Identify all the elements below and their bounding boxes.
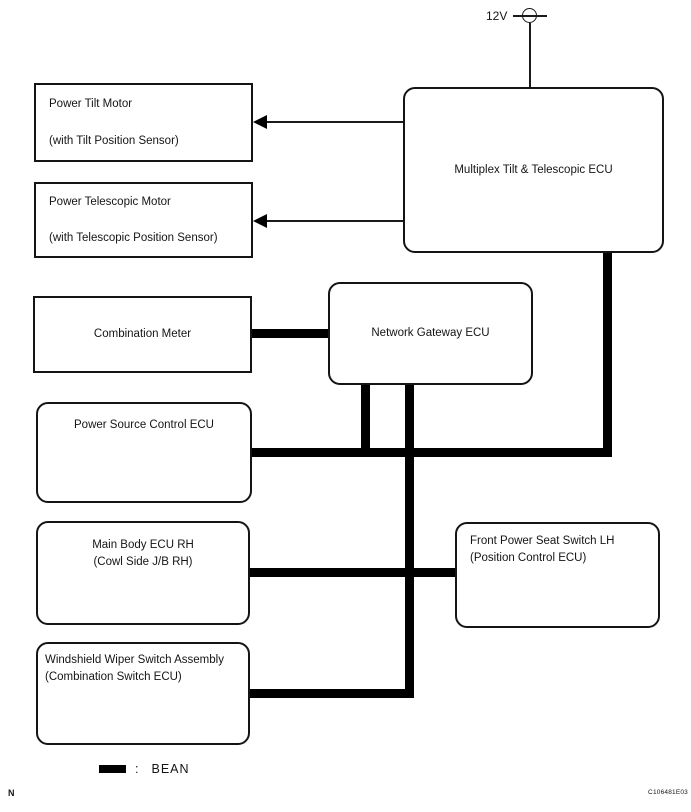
arrow-line-tilt-motor bbox=[264, 121, 403, 123]
box-power-source-control-ecu: Power Source Control ECU bbox=[36, 402, 252, 503]
box-multiplex-ecu: Multiplex Tilt & Telescopic ECU bbox=[403, 87, 664, 253]
box-main-body-ecu-line2: (Cowl Side J/B RH) bbox=[93, 556, 193, 568]
power-source-icon bbox=[522, 8, 537, 23]
box-windshield-wiper-switch: Windshield Wiper Switch Assembly (Combin… bbox=[36, 642, 250, 745]
legend-separator: : bbox=[135, 762, 139, 776]
box-multiplex-ecu-line1: Multiplex Tilt & Telescopic ECU bbox=[454, 163, 613, 176]
box-windshield-wiper-switch-line1: Windshield Wiper Switch Assembly bbox=[45, 654, 224, 666]
box-power-telescopic-motor-line1: Power Telescopic Motor bbox=[49, 196, 171, 208]
box-main-body-ecu-line1: Main Body ECU RH bbox=[92, 539, 194, 551]
bean-bus-wiper-switch bbox=[250, 689, 414, 698]
arrow-line-telescopic-motor bbox=[264, 220, 403, 222]
legend: : BEAN bbox=[99, 762, 190, 776]
box-combination-meter: Combination Meter bbox=[33, 296, 252, 373]
box-front-power-seat-switch-line2: (Position Control ECU) bbox=[470, 552, 587, 564]
box-power-telescopic-motor-line2: (with Telescopic Position Sensor) bbox=[49, 232, 218, 244]
page-mark: N bbox=[8, 788, 15, 798]
bean-combination-meter-to-gateway bbox=[252, 329, 329, 338]
arrowhead-tilt-motor-icon bbox=[253, 115, 267, 129]
bean-line-sample-icon bbox=[99, 765, 126, 773]
bean-bus-power-source bbox=[252, 448, 612, 457]
bean-gateway-stub-left bbox=[361, 384, 370, 457]
figure-code: C106481E03 bbox=[648, 789, 688, 796]
bean-bus-main-body-to-seat-switch bbox=[250, 568, 455, 577]
box-power-tilt-motor-line2: (with Tilt Position Sensor) bbox=[49, 135, 179, 147]
box-network-gateway-ecu: Network Gateway ECU bbox=[328, 282, 533, 385]
box-combination-meter-line1: Combination Meter bbox=[93, 328, 192, 340]
legend-label: BEAN bbox=[151, 762, 190, 776]
power-source-label: 12V bbox=[486, 9, 508, 23]
bean-main-vertical bbox=[405, 384, 414, 698]
box-windshield-wiper-switch-line2: (Combination Switch ECU) bbox=[45, 671, 182, 683]
box-power-tilt-motor: Power Tilt Motor (with Tilt Position Sen… bbox=[34, 83, 253, 162]
box-network-gateway-ecu-line1: Network Gateway ECU bbox=[371, 327, 490, 339]
box-main-body-ecu: Main Body ECU RH (Cowl Side J/B RH) bbox=[36, 521, 250, 625]
bean-multiplex-vertical bbox=[603, 253, 612, 457]
power-feed-line bbox=[529, 23, 531, 87]
box-front-power-seat-switch-line1: Front Power Seat Switch LH bbox=[470, 535, 615, 547]
box-power-telescopic-motor: Power Telescopic Motor (with Telescopic … bbox=[34, 182, 253, 258]
arrowhead-telescopic-motor-icon bbox=[253, 214, 267, 228]
box-power-source-control-ecu-line1: Power Source Control ECU bbox=[74, 419, 214, 431]
box-front-power-seat-switch: Front Power Seat Switch LH (Position Con… bbox=[455, 522, 660, 628]
box-power-tilt-motor-line1: Power Tilt Motor bbox=[49, 98, 133, 110]
